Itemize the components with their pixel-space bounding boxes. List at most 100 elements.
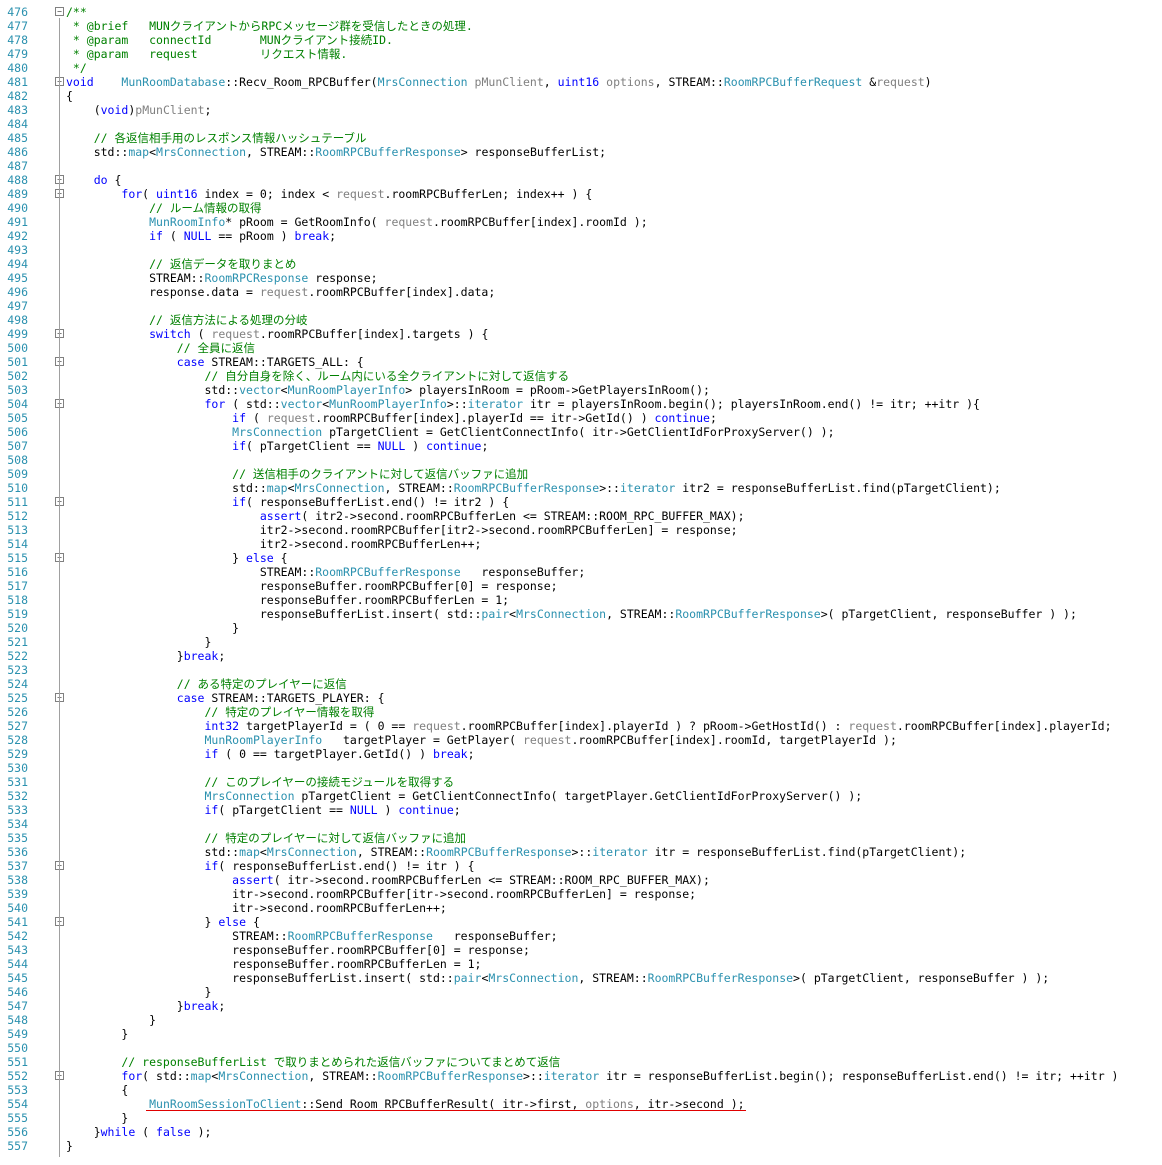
code-line[interactable]: 484 xyxy=(0,117,1162,131)
code-line[interactable]: 526 // 特定のプレイヤー情報を取得 xyxy=(0,705,1162,719)
code-line[interactable]: 540 itr->second.roomRPCBufferLen++; xyxy=(0,901,1162,915)
code-line[interactable]: 537 if( responseBufferList.end() != itr … xyxy=(0,859,1162,873)
code-line[interactable]: 506 MrsConnection pTargetClient = GetCli… xyxy=(0,425,1162,439)
code-line[interactable]: 496 response.data = request.roomRPCBuffe… xyxy=(0,285,1162,299)
code-line[interactable]: 522 }break; xyxy=(0,649,1162,663)
code-line[interactable]: 505 if ( request.roomRPCBuffer[index].pl… xyxy=(0,411,1162,425)
line-number: 501 xyxy=(7,355,28,369)
code-line[interactable]: 552 for( std::map<MrsConnection, STREAM:… xyxy=(0,1069,1162,1083)
code-line[interactable]: 553 { xyxy=(0,1083,1162,1097)
code-line[interactable]: 543 responseBuffer.roomRPCBuffer[0] = re… xyxy=(0,943,1162,957)
line-number: 547 xyxy=(7,999,28,1013)
code-line[interactable]: 528 MunRoomPlayerInfo targetPlayer = Get… xyxy=(0,733,1162,747)
code-line[interactable]: 482{ xyxy=(0,89,1162,103)
code-token: MunRoomPlayerInfo xyxy=(287,383,406,397)
code-token: // 全員に返信 xyxy=(66,341,256,355)
code-token: void xyxy=(100,103,129,117)
code-token: MrsConnection xyxy=(204,789,295,803)
code-line[interactable]: 501 case STREAM::TARGETS_ALL: { xyxy=(0,355,1162,369)
code-line[interactable]: 549 } xyxy=(0,1027,1162,1041)
code-line[interactable]: 514 itr2->second.roomRPCBufferLen++; xyxy=(0,537,1162,551)
code-line[interactable]: 520 } xyxy=(0,621,1162,635)
code-line[interactable]: 497 xyxy=(0,299,1162,313)
code-line[interactable]: 545 responseBufferList.insert( std::pair… xyxy=(0,971,1162,985)
code-token: if xyxy=(204,747,219,761)
code-line[interactable]: 502 // 自分自身を除く、ルーム内にいる全クライアントに対して返信する xyxy=(0,369,1162,383)
code-token: iterator xyxy=(467,397,524,411)
code-line[interactable]: 478 * @param connectId MUNクライアント接続ID. xyxy=(0,33,1162,47)
code-line[interactable]: 518 responseBuffer.roomRPCBufferLen = 1; xyxy=(0,593,1162,607)
code-line[interactable]: 554 MunRoomSessionToClient::Send_Room_RP… xyxy=(0,1097,1162,1111)
code-line[interactable]: 481void MunRoomDatabase::Recv_Room_RPCBu… xyxy=(0,75,1162,89)
code-line[interactable]: 523 xyxy=(0,663,1162,677)
code-line[interactable]: 546 } xyxy=(0,985,1162,999)
code-line[interactable]: 498 // 返信方法による処理の分岐 xyxy=(0,313,1162,327)
code-line[interactable]: 513 itr2->second.roomRPCBuffer[itr2->sec… xyxy=(0,523,1162,537)
code-line[interactable]: 507 if( pTargetClient == NULL ) continue… xyxy=(0,439,1162,453)
code-line[interactable]: 486 std::map<MrsConnection, STREAM::Room… xyxy=(0,145,1162,159)
code-line[interactable]: 511 if( responseBufferList.end() != itr2… xyxy=(0,495,1162,509)
code-line[interactable]: 551 // responseBufferList で取りまとめられた返信バッフ… xyxy=(0,1055,1162,1069)
code-line[interactable]: 541 } else { xyxy=(0,915,1162,929)
code-line[interactable]: 512 assert( itr2->second.roomRPCBufferLe… xyxy=(0,509,1162,523)
code-line[interactable]: 483 (void)pMunClient; xyxy=(0,103,1162,117)
line-number: 493 xyxy=(7,243,28,257)
fold-toggle-icon[interactable] xyxy=(55,7,64,16)
code-line[interactable]: 532 MrsConnection pTargetClient = GetCli… xyxy=(0,789,1162,803)
code-line[interactable]: 521 } xyxy=(0,635,1162,649)
code-line[interactable]: 477 * @brief MUNクライアントからRPCメッセージ群を受信したとき… xyxy=(0,19,1162,33)
code-line[interactable]: 491 MunRoomInfo* pRoom = GetRoomInfo( re… xyxy=(0,215,1162,229)
code-line[interactable]: 516 STREAM::RoomRPCBufferResponse respon… xyxy=(0,565,1162,579)
code-line[interactable]: 494 // 返信データを取りまとめ xyxy=(0,257,1162,271)
code-line[interactable]: 539 itr->second.roomRPCBuffer[itr->secon… xyxy=(0,887,1162,901)
code-line[interactable]: 476/** xyxy=(0,5,1162,19)
code-token: MrsConnection xyxy=(266,845,357,859)
code-line[interactable]: 495 STREAM::RoomRPCResponse response; xyxy=(0,271,1162,285)
code-line[interactable]: 525 case STREAM::TARGETS_PLAYER: { xyxy=(0,691,1162,705)
code-line[interactable]: 489 for( uint16 index = 0; index < reque… xyxy=(0,187,1162,201)
code-line[interactable]: 548 } xyxy=(0,1013,1162,1027)
code-line[interactable]: 535 // 特定のプレイヤーに対して返信バッファに追加 xyxy=(0,831,1162,845)
code-line[interactable]: 517 responseBuffer.roomRPCBuffer[0] = re… xyxy=(0,579,1162,593)
code-line[interactable]: 533 if( pTargetClient == NULL ) continue… xyxy=(0,803,1162,817)
code-line[interactable]: 547 }break; xyxy=(0,999,1162,1013)
code-line[interactable]: 534 xyxy=(0,817,1162,831)
code-line[interactable]: 490 // ルーム情報の取得 xyxy=(0,201,1162,215)
code-line[interactable]: 509 // 送信相手のクライアントに対して返信バッファに追加 xyxy=(0,467,1162,481)
code-line[interactable]: 504 for ( std::vector<MunRoomPlayerInfo>… xyxy=(0,397,1162,411)
code-line[interactable]: 555 } xyxy=(0,1111,1162,1125)
code-token xyxy=(468,75,475,89)
code-line[interactable]: 544 responseBuffer.roomRPCBufferLen = 1; xyxy=(0,957,1162,971)
code-line[interactable]: 530 xyxy=(0,761,1162,775)
code-line[interactable]: 527 int32 targetPlayerId = ( 0 == reques… xyxy=(0,719,1162,733)
line-number: 500 xyxy=(7,341,28,355)
code-token: , itr->second ); xyxy=(633,1097,745,1111)
code-line[interactable]: 500 // 全員に返信 xyxy=(0,341,1162,355)
code-line[interactable]: 488 do { xyxy=(0,173,1162,187)
code-line[interactable]: 524 // ある特定のプレイヤーに返信 xyxy=(0,677,1162,691)
code-line[interactable]: 515 } else { xyxy=(0,551,1162,565)
code-line[interactable]: 538 assert( itr->second.roomRPCBufferLen… xyxy=(0,873,1162,887)
code-token: >( pTargetClient, responseBuffer ) ); xyxy=(820,607,1077,621)
code-line[interactable]: 542 STREAM::RoomRPCBufferResponse respon… xyxy=(0,929,1162,943)
code-line[interactable]: 485 // 各返信相手用のレスポンス情報ハッシュテーブル xyxy=(0,131,1162,145)
code-line[interactable]: 508 xyxy=(0,453,1162,467)
line-number: 512 xyxy=(7,509,28,523)
code-line[interactable]: 487 xyxy=(0,159,1162,173)
code-line[interactable]: 510 std::map<MrsConnection, STREAM::Room… xyxy=(0,481,1162,495)
code-line[interactable]: 519 responseBufferList.insert( std::pair… xyxy=(0,607,1162,621)
code-token xyxy=(66,229,149,243)
code-line[interactable]: 499 switch ( request.roomRPCBuffer[index… xyxy=(0,327,1162,341)
code-line[interactable]: 493 xyxy=(0,243,1162,257)
code-line[interactable]: 480 */ xyxy=(0,61,1162,75)
code-line[interactable]: 503 std::vector<MunRoomPlayerInfo> playe… xyxy=(0,383,1162,397)
code-line[interactable]: 531 // このプレイヤーの接続モジュールを取得する xyxy=(0,775,1162,789)
code-line[interactable]: 492 if ( NULL == pRoom ) break; xyxy=(0,229,1162,243)
code-line[interactable]: 479 * @param request リクエスト情報. xyxy=(0,47,1162,61)
code-line[interactable]: 556 }while ( false ); xyxy=(0,1125,1162,1139)
code-line[interactable]: 529 if ( 0 == targetPlayer.GetId() ) bre… xyxy=(0,747,1162,761)
code-line[interactable]: 557} xyxy=(0,1139,1162,1153)
code-line[interactable]: 550 xyxy=(0,1041,1162,1055)
code-line[interactable]: 536 std::map<MrsConnection, STREAM::Room… xyxy=(0,845,1162,859)
